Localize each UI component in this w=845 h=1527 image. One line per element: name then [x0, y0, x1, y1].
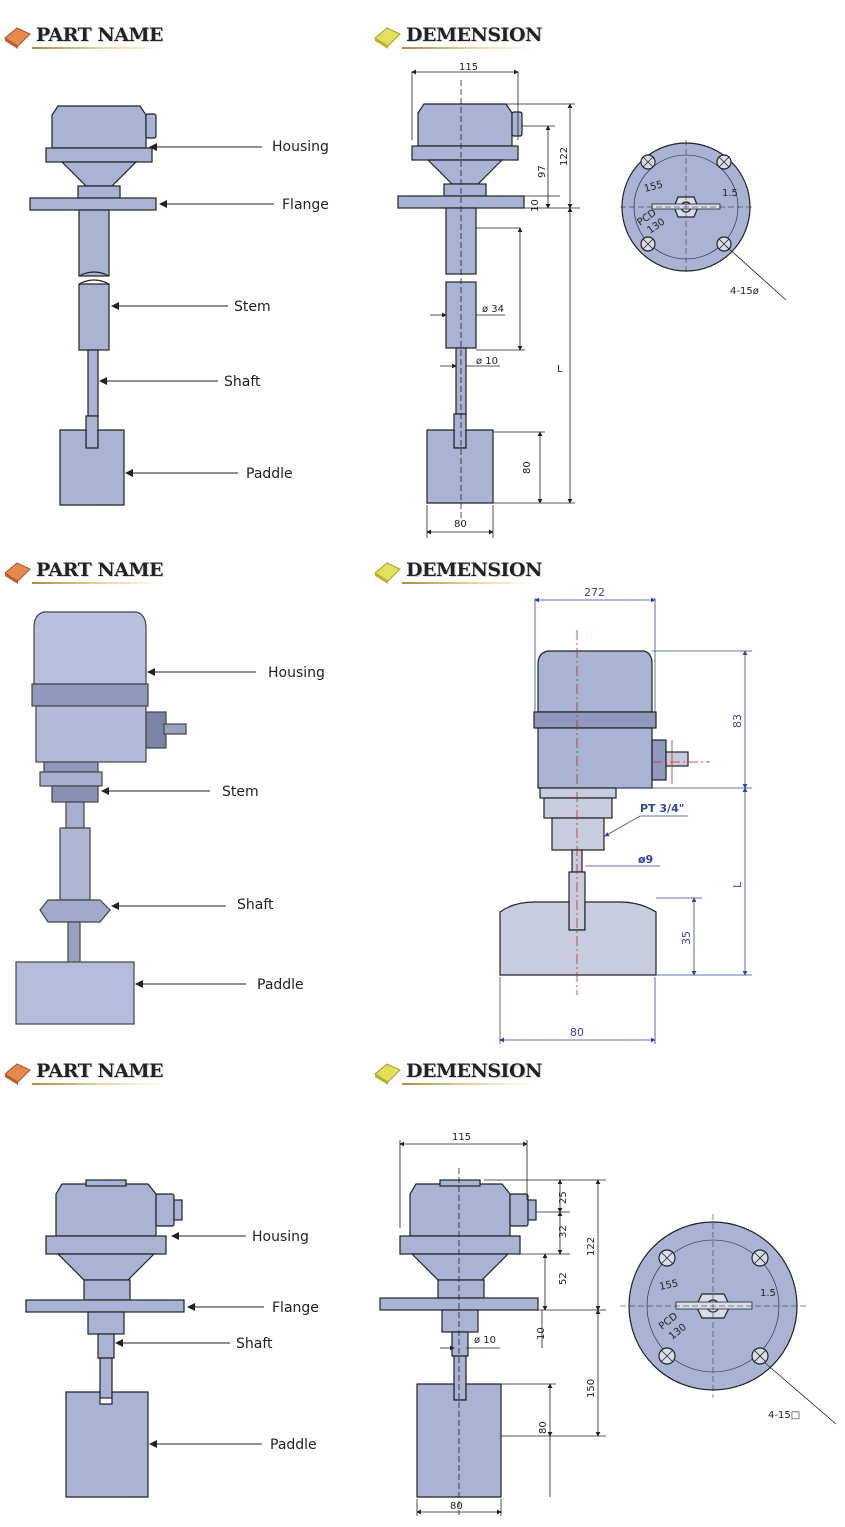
orange-eraser-icon — [4, 27, 31, 49]
orange-eraser-icon — [4, 562, 31, 584]
label-flange: Flange — [282, 197, 329, 213]
dimension-title: DEMENSION — [406, 1060, 542, 1082]
label-shaft: Shaft — [236, 1336, 273, 1352]
section2-dim-header: DEMENSION — [372, 555, 542, 585]
part-name-title: PART NAME — [36, 1060, 163, 1082]
label-shaft: Shaft — [237, 897, 274, 913]
dim-dia-10: ø 10 — [476, 356, 498, 367]
dim-height-122: 122 — [586, 1237, 597, 1256]
dim-height-97: 97 — [537, 165, 548, 178]
dim-holes: 4-15ø — [730, 286, 759, 297]
label-stem: Stem — [222, 784, 259, 800]
section2-part-arrows — [101, 668, 256, 988]
section1-part-diagram — [29, 105, 157, 506]
section2-dim-diagram — [499, 650, 689, 976]
dim-height-150: 150 — [586, 1379, 597, 1398]
section1-part-header: PART NAME — [2, 20, 163, 50]
dim-width-115: 115 — [452, 1132, 471, 1143]
dim-height-80: 80 — [538, 1421, 549, 1434]
dim-height-25: 25 — [558, 1191, 569, 1204]
section2-part-header: PART NAME — [2, 555, 163, 585]
section1-flange-top-view — [620, 140, 787, 301]
label-flange: Flange — [272, 1300, 319, 1316]
dim-height-10: 10 — [530, 199, 541, 212]
dim-dia-9: ø9 — [638, 853, 653, 866]
dim-height-52: 52 — [558, 1272, 569, 1285]
section2-part-diagram — [15, 611, 187, 1025]
dim-pt-thread: PT 3/4" — [640, 802, 684, 815]
section3-dim-lines — [399, 1140, 606, 1516]
section2-dim-lines — [499, 597, 752, 1044]
dim-width-272: 272 — [584, 586, 605, 599]
pcd-155: 155 — [658, 1278, 679, 1293]
section3-dim-header: DEMENSION — [372, 1056, 542, 1086]
dim-height-35: 35 — [680, 931, 693, 945]
yellow-eraser-icon — [374, 562, 401, 584]
dim-height-32: 32 — [558, 1225, 569, 1238]
label-paddle: Paddle — [246, 466, 293, 482]
label-paddle: Paddle — [270, 1437, 317, 1453]
dim-width-115: 115 — [459, 62, 478, 73]
dim-holes: 4-15□ — [768, 1410, 800, 1421]
dim-1-5: 1.5 — [760, 1288, 776, 1299]
dim-height-122: 122 — [559, 147, 570, 166]
part-name-title: PART NAME — [36, 559, 163, 581]
dim-dia-10: ø 10 — [474, 1335, 496, 1346]
label-stem: Stem — [234, 299, 271, 315]
dim-width-80: 80 — [450, 1501, 463, 1512]
part-name-title: PART NAME — [36, 24, 163, 46]
dimension-title: DEMENSION — [406, 24, 542, 46]
section3-part-diagram — [25, 1179, 185, 1498]
section1-dim-header: DEMENSION — [372, 20, 542, 50]
dim-width-80: 80 — [454, 519, 467, 530]
yellow-eraser-icon — [374, 1063, 401, 1085]
section3-flange-top-view — [620, 1214, 837, 1425]
yellow-eraser-icon — [374, 27, 401, 49]
label-housing: Housing — [272, 139, 329, 155]
pcd-155: 155 — [643, 179, 664, 195]
section3-dim-diagram — [379, 1179, 539, 1498]
dim-width-80: 80 — [570, 1026, 584, 1039]
dim-length-L: L — [731, 881, 744, 888]
dim-1-5: 1.5 — [722, 188, 738, 199]
section1-dim-lines — [411, 69, 580, 538]
section1-part-arrows — [99, 143, 274, 477]
label-housing: Housing — [252, 1229, 309, 1245]
dim-height-83: 83 — [731, 714, 744, 728]
dim-length-L: L — [557, 364, 563, 375]
dim-height-80: 80 — [522, 461, 533, 474]
orange-eraser-icon — [4, 1063, 31, 1085]
dim-height-10: 10 — [536, 1327, 547, 1340]
label-housing: Housing — [268, 665, 325, 681]
section3-part-header: PART NAME — [2, 1056, 163, 1086]
dimension-title: DEMENSION — [406, 559, 542, 581]
dim-dia-34: ø 34 — [482, 304, 504, 315]
label-paddle: Paddle — [257, 977, 304, 993]
label-shaft: Shaft — [224, 374, 261, 390]
section3-part-arrows — [115, 1232, 264, 1448]
